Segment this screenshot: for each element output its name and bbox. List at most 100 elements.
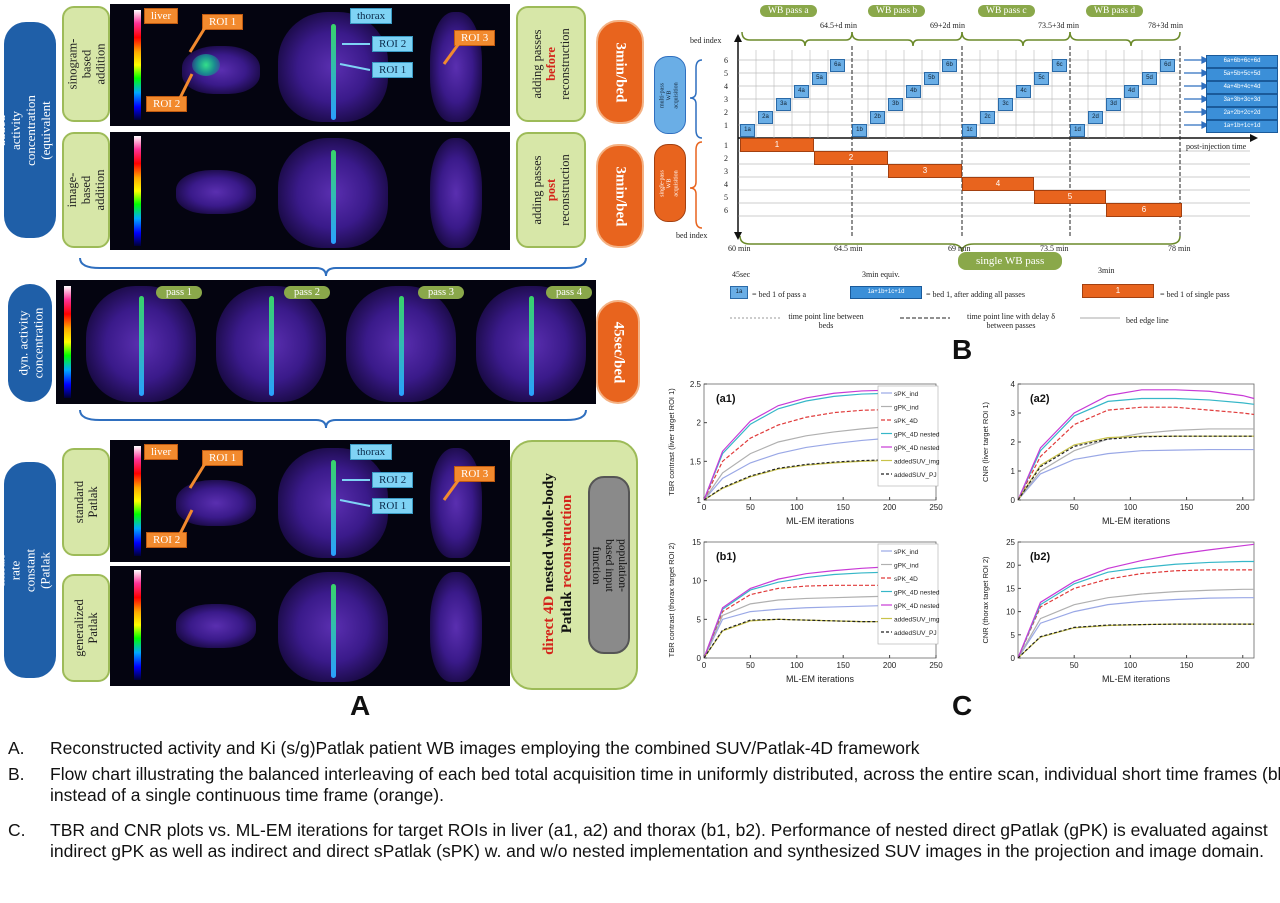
- pill-3min-1-text: 3min/bed: [612, 41, 629, 103]
- legend-3min: 3min: [1098, 266, 1115, 275]
- cell-3d: 3d: [1106, 98, 1121, 111]
- label-tracer-influx: tracer influx rate constant (Patlak slop…: [0, 462, 83, 678]
- series-line-0: [1017, 448, 1254, 501]
- series-line-6: [1017, 623, 1254, 659]
- cell-4b: 4b: [906, 85, 921, 98]
- cell-4c: 4c: [1016, 85, 1031, 98]
- colorbar: [134, 10, 141, 120]
- caption-b-text: Flow chart illustrating the balanced int…: [50, 764, 1280, 805]
- cell-1b: 1b: [852, 124, 867, 137]
- tag-roi1-d: ROI 1: [372, 498, 414, 514]
- plot-area: [1017, 541, 1255, 659]
- x-tick-label: 150: [837, 661, 851, 670]
- roi-arrows: [178, 461, 462, 535]
- brace-bottom: [79, 409, 587, 429]
- legend-label: gPK_4D nested: [894, 590, 940, 597]
- y-tick-label: 1.5: [690, 457, 702, 466]
- legend-equiv: 3min equiv.: [862, 270, 900, 279]
- bed-num-5: 5: [724, 69, 728, 78]
- method-generalized: generalized Patlak: [62, 574, 110, 682]
- tag-roi3-b: ROI 3: [454, 466, 496, 482]
- direct-4d-word: direct 4D: [541, 595, 557, 655]
- caption-a-label: A.: [8, 738, 25, 758]
- legend-cell-sum: 1a+1b+1c+1d: [850, 286, 922, 299]
- cell-1c: 1c: [962, 124, 977, 137]
- bottom-time-2: 64.5 min: [834, 244, 863, 253]
- top-time-1: 64.5+d min: [820, 21, 857, 30]
- y-tick-label: 10: [1006, 608, 1015, 617]
- tag-roi3: ROI 3: [454, 30, 496, 46]
- legend-cell-1: 1: [1082, 284, 1154, 298]
- adding-post-text: adding passes post reconstruction: [530, 154, 572, 226]
- liver-hotspot: [192, 54, 220, 76]
- adding-before-box: adding passes before reconstruction: [516, 6, 586, 122]
- method-image-text: image-based addition: [65, 169, 107, 211]
- caption-b-label: B.: [8, 764, 25, 784]
- colorbar: [64, 286, 71, 398]
- y-tick-label: 0: [1011, 654, 1016, 663]
- pass-label-2: pass 2: [284, 286, 330, 299]
- sum-6: 6a+6b+6c+6d: [1206, 55, 1278, 68]
- series-line-6: [703, 459, 904, 501]
- single-cell-4: 4: [962, 177, 1034, 191]
- bed-num-1: 1: [724, 121, 728, 130]
- label-dyn-activity-text: dyn. activity concentration: [15, 307, 46, 379]
- legend-label: sPK_ind: [894, 549, 919, 556]
- x-tick-label: 100: [1124, 503, 1138, 512]
- tag-roi1: ROI 1: [202, 14, 244, 30]
- legend-eq1: = bed 1 of pass a: [752, 290, 807, 299]
- x-tick-label: 50: [1070, 503, 1079, 512]
- single-wb-pass-label: single WB pass: [958, 252, 1063, 270]
- bed-num-3: 3: [724, 95, 728, 104]
- x-axis-label: ML-EM iterations: [786, 674, 855, 684]
- panel-letter-b: B: [952, 334, 973, 365]
- sum-4: 4a+4b+4c+4d: [1206, 81, 1278, 94]
- pill-45sec-text: 45sec/bed: [610, 321, 627, 383]
- legend-line2: time point line with delay δ between pas…: [967, 312, 1055, 330]
- x-tick-label: 200: [1236, 503, 1250, 512]
- x-tick-label: 200: [1236, 661, 1250, 670]
- caption-a: A. Reconstructed activity and Ki (s/g)Pat…: [0, 738, 1280, 759]
- cell-5c: 5c: [1034, 72, 1049, 85]
- x-axis-label: ML-EM iterations: [1102, 674, 1171, 684]
- pill-3min-1: 3min/bed: [596, 20, 644, 124]
- y-tick-label: 5: [697, 615, 702, 624]
- tag-thorax-b: thorax: [350, 444, 393, 460]
- tag-roi2-b: ROI 2: [372, 36, 414, 52]
- panel-letter-c: C: [952, 690, 973, 721]
- caption-a-text: Reconstructed activity and Ki (s/g)Patla…: [50, 738, 920, 758]
- scan-row-image: [110, 132, 510, 250]
- legend-eq3: = bed 1 of single pass: [1160, 290, 1230, 299]
- legend-cell-1a: 1a: [730, 286, 748, 299]
- cell-6c: 6c: [1052, 59, 1067, 72]
- sum-2: 2a+2b+2c+2d: [1206, 107, 1278, 120]
- wb-pass-b: WB pass b: [868, 5, 926, 17]
- multi-pass-text: multi-pass WB acquisition: [659, 81, 680, 109]
- sagittal-body: [430, 138, 482, 248]
- method-sinogram: sinogram-based addition: [62, 6, 110, 122]
- pass-label-1: pass 1: [156, 286, 202, 299]
- direct-4d-text: direct 4D nested whole-body Patlak recon…: [540, 464, 576, 664]
- bed-index-bottom: bed index: [676, 231, 708, 240]
- y-tick-label: 2: [1011, 438, 1016, 447]
- pill-3min-2-text: 3min/bed: [612, 165, 629, 227]
- cell-2d: 2d: [1088, 111, 1103, 124]
- series-line-4: [1017, 389, 1255, 501]
- single-cell-5: 5: [1034, 190, 1106, 204]
- x-tick-label: 0: [702, 661, 707, 670]
- caption-b: B. Flow chart illustrating the balanced i…: [0, 764, 1280, 806]
- tag-roi1-b: ROI 1: [372, 62, 414, 78]
- y-tick-label: 0: [697, 654, 702, 663]
- spine: [331, 584, 336, 678]
- brace-top: [79, 257, 587, 277]
- single-pass-pill: single-pass WB acquisition: [654, 144, 686, 222]
- single-bed-num-4: 4: [724, 180, 728, 189]
- x-tick-label: 250: [929, 661, 943, 670]
- legend-box: [877, 385, 939, 487]
- x-tick-label: 100: [790, 661, 804, 670]
- y-axis-label: TBR contrast (liver target ROI 1): [667, 388, 676, 496]
- cell-2b: 2b: [870, 111, 885, 124]
- legend-label: sPK_ind: [894, 391, 919, 398]
- legend-label: gPK_4D nested: [894, 603, 940, 610]
- pass2-spine: [269, 296, 274, 396]
